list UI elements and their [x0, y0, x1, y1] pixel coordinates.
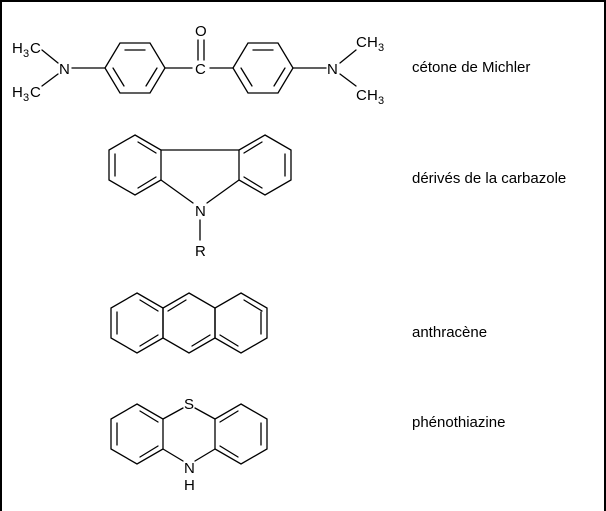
phenothiazine-benzene-left	[110, 403, 164, 465]
bond	[339, 49, 357, 64]
double-bond	[243, 299, 263, 312]
double-bond	[139, 410, 159, 423]
methyl-top-right-carbon: C	[356, 34, 367, 51]
bond	[162, 448, 184, 462]
methyl-bottom-left-sub: 3	[23, 92, 29, 104]
carbazole-nitrogen: N	[195, 203, 206, 220]
double-bond	[112, 67, 125, 87]
methyl-top-right-h: H	[367, 34, 378, 51]
carbazole-structure: N R	[108, 134, 292, 260]
oxygen: O	[195, 23, 207, 40]
methyl-bottom-right-sub: 3	[378, 95, 384, 107]
double-bond	[219, 445, 239, 458]
bond	[206, 179, 240, 204]
double-bond	[145, 67, 158, 87]
phenothiazine-sulfur: S	[184, 396, 194, 413]
double-bond	[137, 176, 157, 189]
compound-name-phenothiazine: phénothiazine	[412, 414, 505, 431]
double-bond	[137, 141, 157, 154]
anthracene-ring-middle	[162, 292, 216, 354]
double-bond	[219, 410, 239, 423]
anthracene-ring-right	[214, 292, 268, 354]
methyl-bottom-right-carbon: C	[356, 87, 367, 104]
double-bond	[167, 299, 187, 312]
anthracene-structure	[110, 292, 268, 354]
compound-name-anthracene: anthracène	[412, 324, 487, 341]
michler-ketone-structure: H 3 C H 3 C N C O N C H 3 C H 3	[12, 23, 384, 107]
double-bond	[273, 67, 286, 87]
methyl-top-left-sub: 3	[23, 48, 29, 60]
compound-name-michler: cétone de Michler	[412, 59, 530, 76]
bond	[162, 407, 184, 420]
compound-name-carbazole: dérivés de la carbazole	[412, 170, 566, 187]
phenothiazine-structure: S N H	[110, 396, 268, 494]
double-bond	[243, 141, 263, 154]
bond	[160, 179, 194, 204]
double-bond	[139, 334, 159, 347]
phenothiazine-hydrogen: H	[184, 477, 195, 494]
double-bond	[139, 445, 159, 458]
phenothiazine-benzene-right	[214, 403, 268, 465]
methyl-top-right-sub: 3	[378, 42, 384, 54]
phenothiazine-nitrogen: N	[184, 460, 195, 477]
methyl-top-left-c: H	[12, 40, 23, 57]
anthracene-ring-left	[110, 292, 164, 354]
double-bond	[240, 67, 253, 87]
methyl-bottom-left-h: H	[12, 84, 23, 101]
methyl-bottom-left-carbon: C	[30, 84, 41, 101]
bond	[194, 448, 216, 462]
bond	[194, 407, 216, 420]
carbazole-r-group: R	[195, 243, 206, 260]
carbazole-benzene-left	[108, 134, 162, 196]
bond	[339, 73, 357, 87]
double-bond	[219, 334, 239, 347]
bond	[41, 73, 59, 87]
nitrogen-right: N	[327, 61, 338, 78]
double-bond	[139, 299, 159, 312]
bond	[41, 49, 59, 64]
methyl-top-left-carbon: C	[30, 40, 41, 57]
methyl-bottom-right-h: H	[367, 87, 378, 104]
nitrogen-left: N	[59, 61, 70, 78]
carbonyl-carbon: C	[195, 61, 206, 78]
carbazole-benzene-right	[238, 134, 292, 196]
double-bond	[243, 176, 263, 189]
double-bond	[191, 334, 211, 347]
